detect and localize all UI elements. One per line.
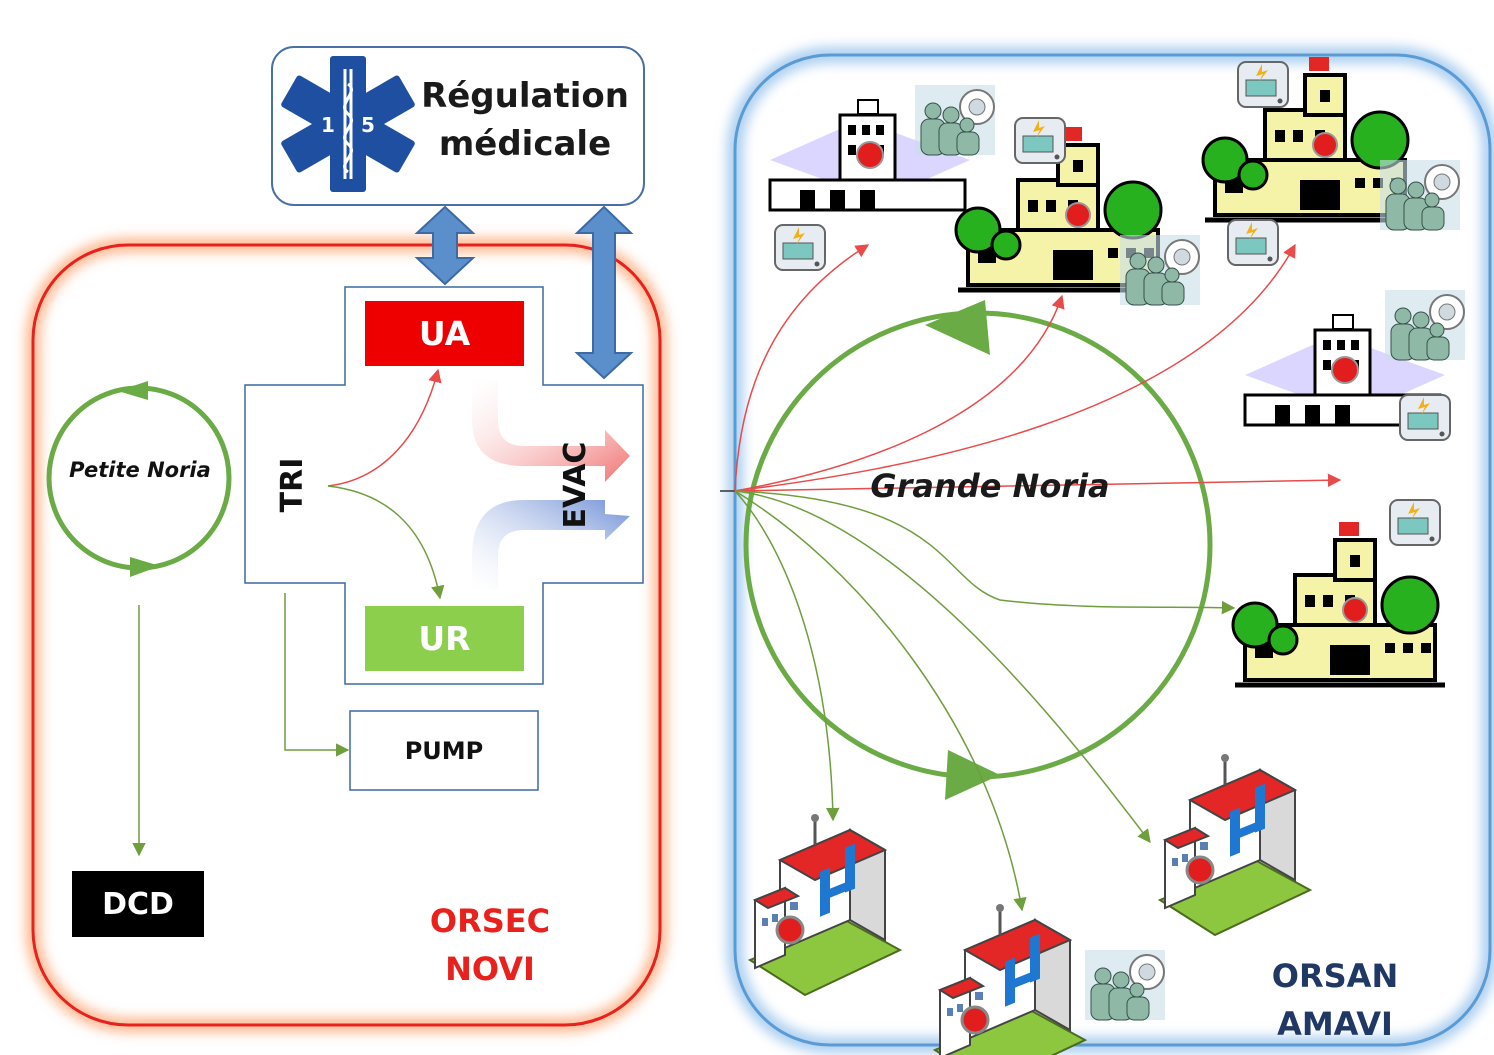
regulation-line2: médicale — [438, 124, 612, 164]
ua-distribution-arrows — [734, 243, 1342, 492]
star-of-life-icon: 1 5 — [281, 56, 415, 192]
surgical-team-icon — [1084, 949, 1166, 1021]
ur-box — [365, 606, 524, 671]
ua-label: UA — [418, 314, 471, 353]
tri-to-ur-arrow — [327, 485, 445, 600]
petite-noria-label: Petite Noria — [69, 458, 211, 482]
petite-noria-arrowhead-top — [118, 381, 148, 400]
link-arrow-ua — [414, 205, 476, 286]
hospital-iso-3-icon — [1158, 752, 1312, 937]
ur-distribution-arrows — [734, 490, 1236, 912]
hospital-iso-2-icon — [933, 902, 1087, 1055]
regulation-title: Régulation médicale — [420, 70, 630, 170]
petite-noria-arrowhead-bottom — [130, 557, 160, 577]
amavi-line: AMAVI — [1277, 1005, 1393, 1043]
tri-to-ua-arrow — [327, 368, 442, 487]
tri-to-pump-arrow — [284, 593, 350, 757]
defibrillator-icon — [1227, 219, 1279, 266]
orsec-novi-label: ORSEC NOVI — [410, 895, 570, 995]
defibrillator-icon — [774, 224, 826, 271]
defibrillator-icon — [1014, 117, 1066, 164]
surgical-team-icon — [914, 84, 996, 156]
regulation-line1: Régulation — [421, 76, 629, 116]
evac-arrow-red — [472, 380, 630, 482]
grande-noria-arrowhead-top — [925, 300, 990, 355]
star-digit-left: 1 — [321, 113, 335, 137]
dcd-box — [72, 871, 204, 937]
surgical-team-icon — [1384, 289, 1466, 361]
link-arrow-evac — [574, 205, 634, 380]
pma-cross — [244, 286, 644, 685]
evac-arrow-blue — [472, 500, 630, 590]
orsec-line: ORSEC — [429, 902, 551, 940]
orsan-amavi-label: ORSAN AMAVI — [1250, 950, 1420, 1050]
evac-label: EVAC — [557, 441, 593, 529]
hospital-flat-3-icon — [1233, 522, 1445, 685]
defibrillator-icon — [1399, 394, 1451, 441]
defibrillator-icon — [1237, 61, 1289, 108]
novi-line: NOVI — [445, 950, 535, 988]
ua-box — [365, 301, 524, 366]
tri-label: TRI — [274, 457, 310, 513]
pump-box — [349, 710, 539, 791]
surgical-team-icon — [1379, 159, 1461, 231]
surgical-team-icon — [1119, 234, 1201, 306]
novi-frame — [31, 243, 662, 1027]
grande-noria-arrowhead-bottom — [945, 750, 1000, 800]
ur-label: UR — [418, 619, 471, 658]
defibrillator-icon — [1389, 499, 1441, 546]
hospital-iso-1-icon — [748, 812, 902, 997]
star-digit-right: 5 — [361, 113, 375, 137]
orsan-line: ORSAN — [1271, 957, 1399, 995]
pump-label: PUMP — [404, 736, 484, 765]
grande-noria-label: Grande Noria — [870, 467, 1110, 505]
amavi-frame — [733, 53, 1492, 1047]
grande-noria-circle — [743, 310, 1213, 780]
dcd-label: DCD — [102, 886, 174, 922]
